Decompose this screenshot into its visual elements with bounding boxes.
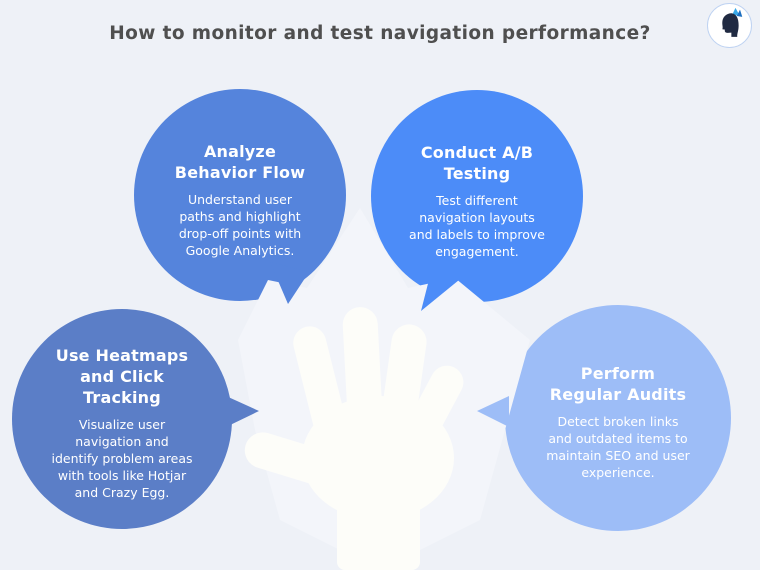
speech-bubble-perform-regular-audits: Perform Regular Audits Detect broken lin…	[505, 305, 731, 531]
speech-bubble-conduct-ab-testing: Conduct A/B Testing Test different navig…	[371, 90, 583, 302]
speech-bubble-analyze-behavior-flow: Analyze Behavior Flow Understand user pa…	[134, 89, 346, 301]
speech-bubble-use-heatmaps-click-tracking: Use Heatmaps and Click Tracking Visualiz…	[12, 309, 232, 529]
bubble-title: Conduct A/B Testing	[420, 142, 534, 183]
hand-wrist	[337, 480, 420, 570]
bubble-title: Analyze Behavior Flow	[174, 141, 306, 182]
bubble-body: Detect broken links and outdated items t…	[546, 414, 690, 481]
head-butterfly-icon	[721, 7, 742, 37]
bubble-title: Perform Regular Audits	[549, 363, 687, 404]
page-title: How to monitor and test navigation perfo…	[109, 23, 651, 44]
bubble-body: Test different navigation layouts and la…	[409, 193, 545, 260]
bubble-title: Use Heatmaps and Click Tracking	[55, 345, 189, 408]
brand-logo	[707, 3, 752, 48]
bubble-body: Visualize user navigation and identify p…	[51, 417, 193, 501]
hand-illustration	[244, 307, 464, 570]
bubble-body: Understand user paths and highlight drop…	[178, 192, 302, 259]
